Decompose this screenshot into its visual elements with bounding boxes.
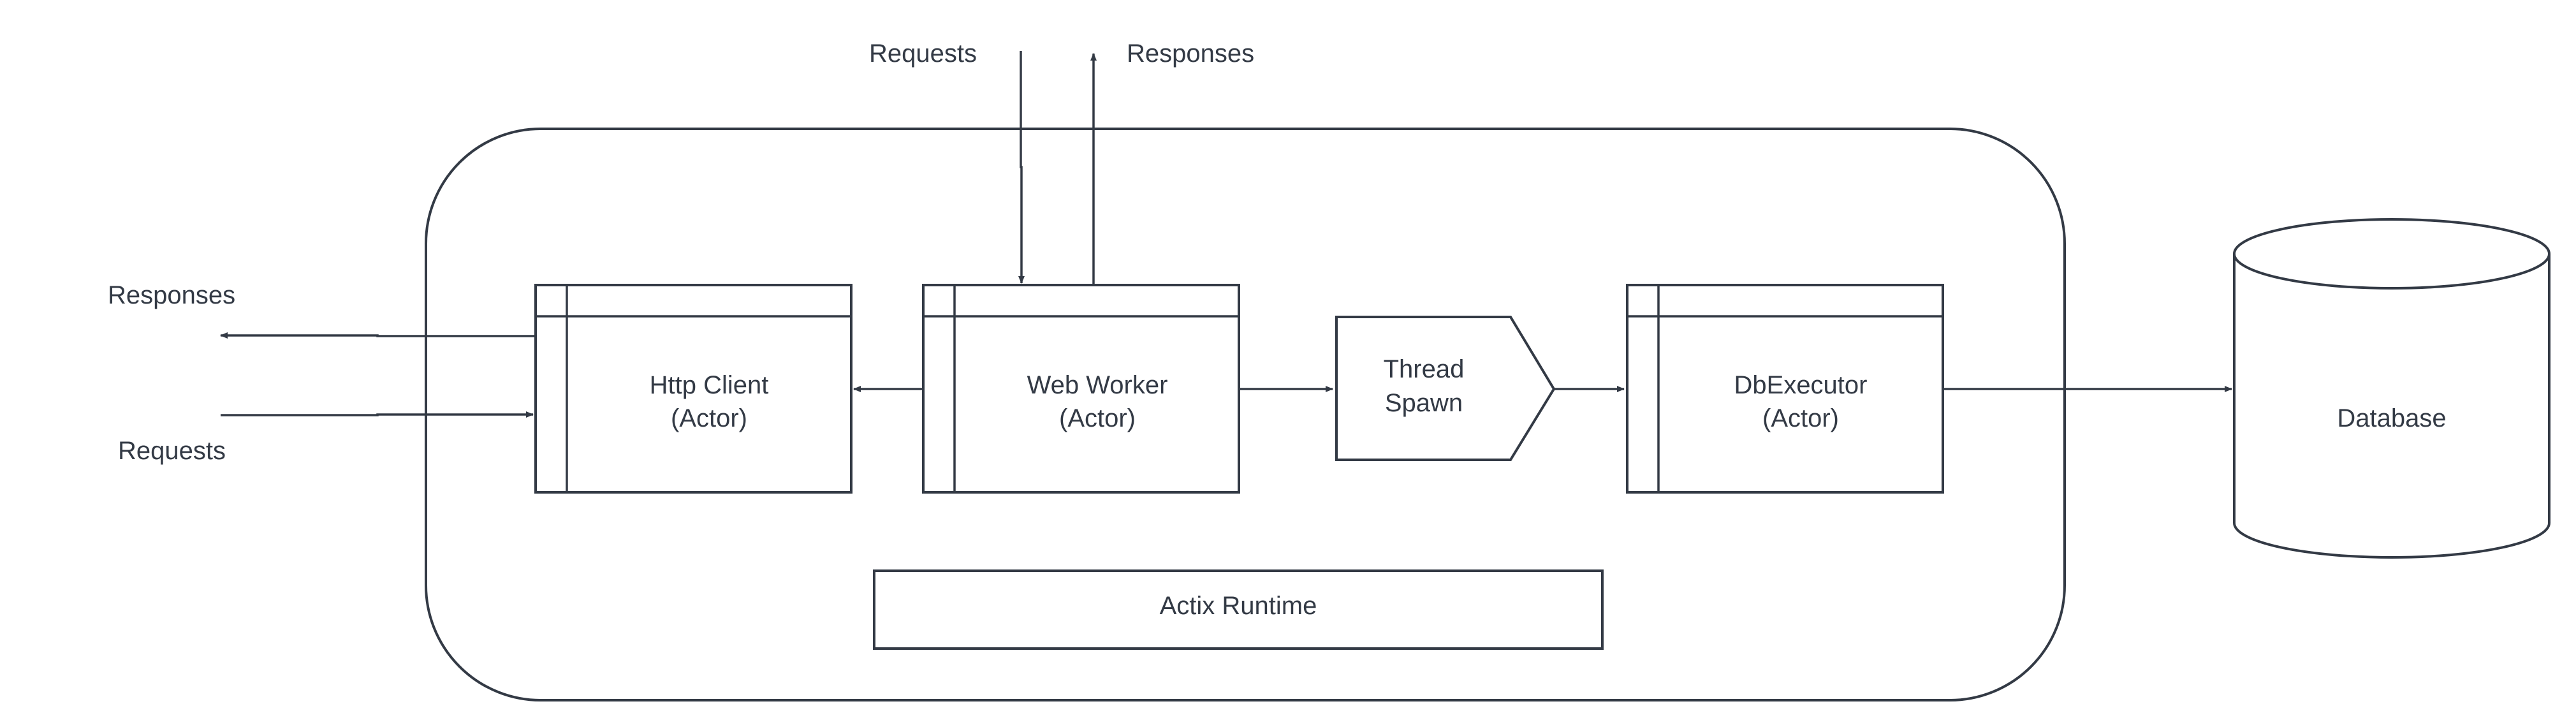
left-responses-label: Responses (108, 281, 235, 309)
thread-spawn-line1: Thread (1384, 355, 1465, 383)
http-client-title: Http Client (650, 371, 769, 399)
web-worker-subtitle: (Actor) (1059, 404, 1136, 432)
left-responses-arrow (220, 332, 534, 339)
web-worker-actor[interactable]: Web Worker (Actor) (922, 284, 1240, 494)
db-executor-title: DbExecutor (1734, 371, 1868, 399)
actix-runtime-label: Actix Runtime (1160, 592, 1317, 620)
http-client-subtitle: (Actor) (671, 404, 747, 432)
http-client-actor[interactable]: Http Client (Actor) (534, 284, 853, 494)
actix-runtime-box: Actix Runtime (873, 569, 1604, 650)
database-label: Database (2337, 404, 2446, 432)
db-executor-subtitle: (Actor) (1762, 404, 1839, 432)
top-responses-label: Responses (1127, 40, 1254, 68)
thread-spawn-node[interactable]: Thread Spawn (1335, 316, 1556, 461)
thread-spawn-line2: Spawn (1385, 389, 1463, 417)
database-cylinder[interactable]: Database (2233, 218, 2550, 559)
db-executor-actor[interactable]: DbExecutor (Actor) (1626, 284, 1944, 494)
top-requests-label: Requests (869, 40, 977, 68)
left-requests-label: Requests (118, 437, 226, 465)
web-worker-title: Web Worker (1027, 371, 1168, 399)
